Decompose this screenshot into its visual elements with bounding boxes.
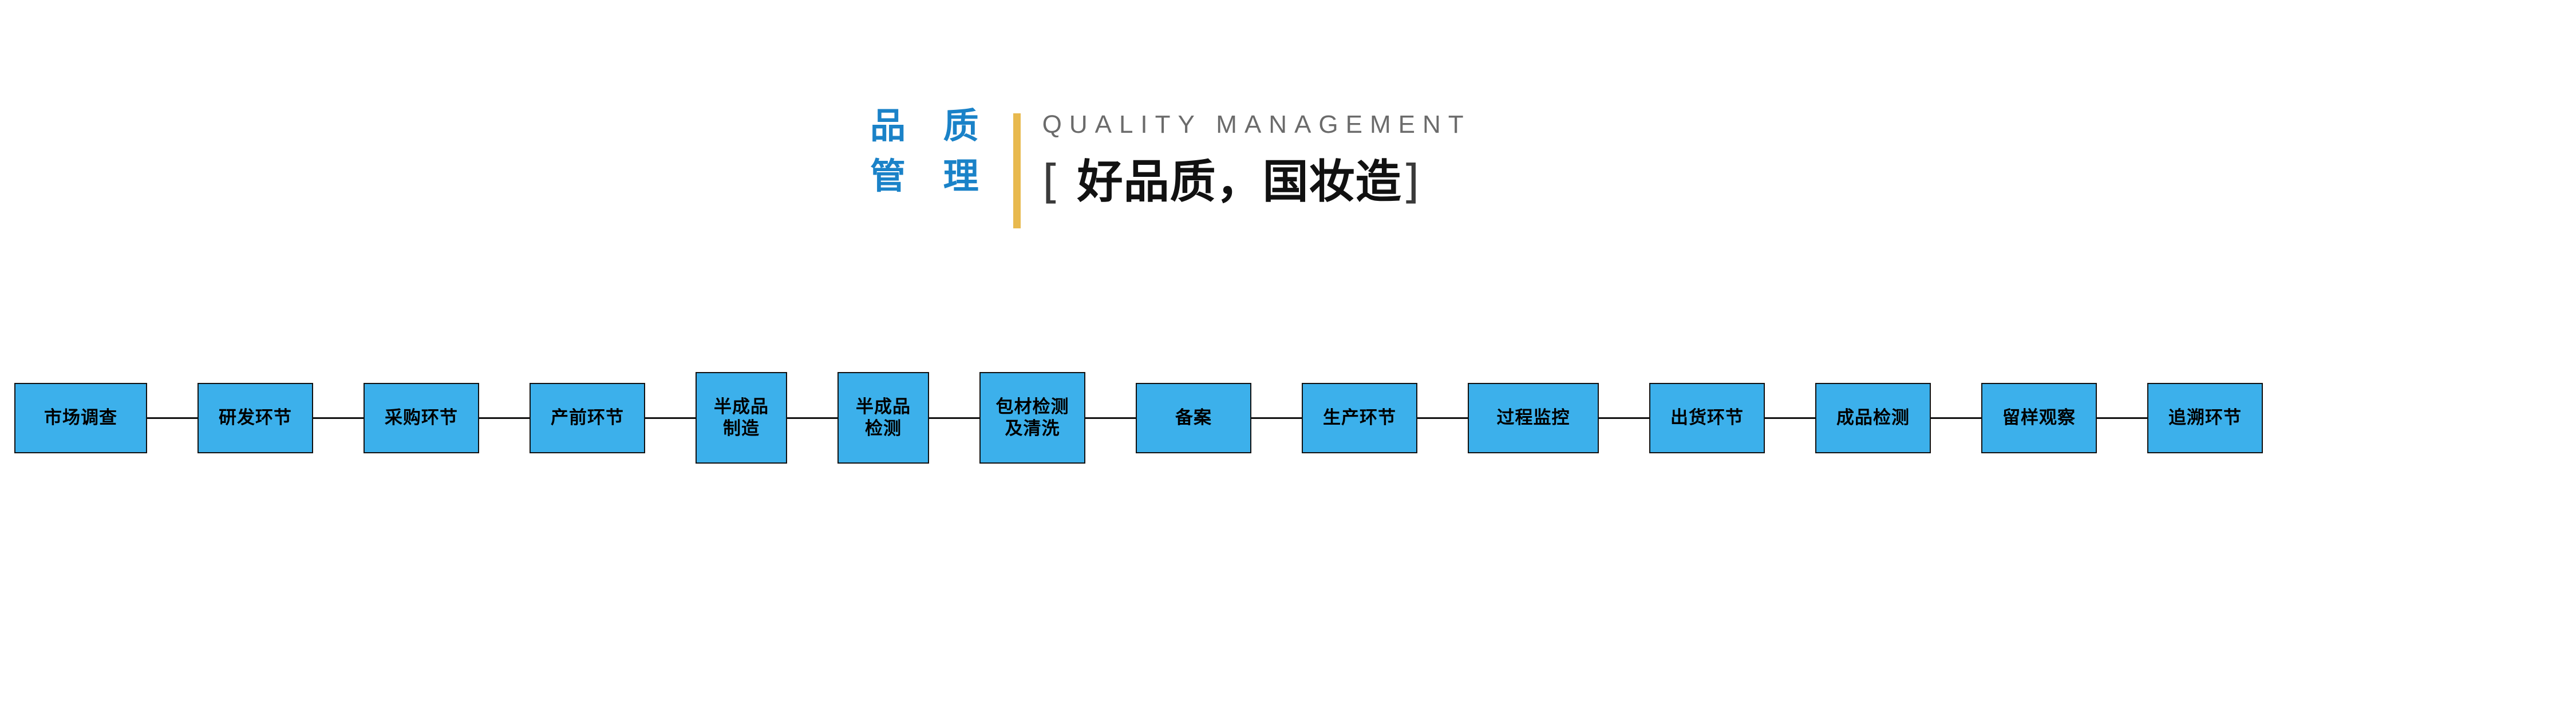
flow-node[interactable]: 生产环节 [1302,382,1417,453]
flow-node[interactable]: 出货环节 [1649,382,1765,453]
flow-node[interactable]: 成品检测 [1815,382,1931,453]
flow-connector [479,417,530,419]
flow-node[interactable]: 市场调查 [14,382,147,453]
header-chinese-title: 品 质 管 理 [870,96,991,201]
bracket-open: [ [1042,155,1061,208]
flow-connector [1599,417,1649,419]
flow-node[interactable]: 过程监控 [1468,382,1599,453]
header-text-group: QUALITY MANAGEMENT [ 好品质，国妆造] [1042,96,1471,209]
flow-connector [2097,417,2147,419]
flow-node[interactable]: 采购环节 [364,382,479,453]
flow-node[interactable]: 研发环节 [197,382,313,453]
quality-management-header: 品 质 管 理 QUALITY MANAGEMENT [ 好品质，国妆造] [870,96,1471,228]
flow-node[interactable]: 追溯环节 [2147,382,2263,453]
flow-connector [1251,417,1302,419]
bracket-close: ] [1401,155,1420,208]
flow-connector [1765,417,1815,419]
flow-connector [1417,417,1468,419]
header-tagline: [ 好品质，国妆造] [1042,155,1471,209]
flow-node[interactable]: 备案 [1136,382,1251,453]
flow-connector [929,417,979,419]
process-flow-row: 市场调查研发环节采购环节产前环节半成品 制造半成品 检测包材检测 及清洗备案生产… [14,372,2263,464]
flow-node[interactable]: 产前环节 [530,382,645,453]
flow-connector [1931,417,1981,419]
flow-node[interactable]: 留样观察 [1981,382,2097,453]
header-english-subtitle: QUALITY MANAGEMENT [1042,110,1471,139]
flow-connector [313,417,364,419]
flow-node[interactable]: 半成品 检测 [837,372,929,464]
header-title-line-1: 品 质 [870,105,991,147]
header-divider-bar [1013,113,1021,228]
flow-connector [147,417,197,419]
flow-node[interactable]: 半成品 制造 [696,372,787,464]
header-tagline-text: 好品质，国妆造 [1060,155,1402,208]
flow-connector [1085,417,1136,419]
flow-connector [787,417,837,419]
flow-connector [645,417,696,419]
header-title-line-2: 管 理 [870,155,991,197]
flow-node[interactable]: 包材检测 及清洗 [979,372,1085,464]
